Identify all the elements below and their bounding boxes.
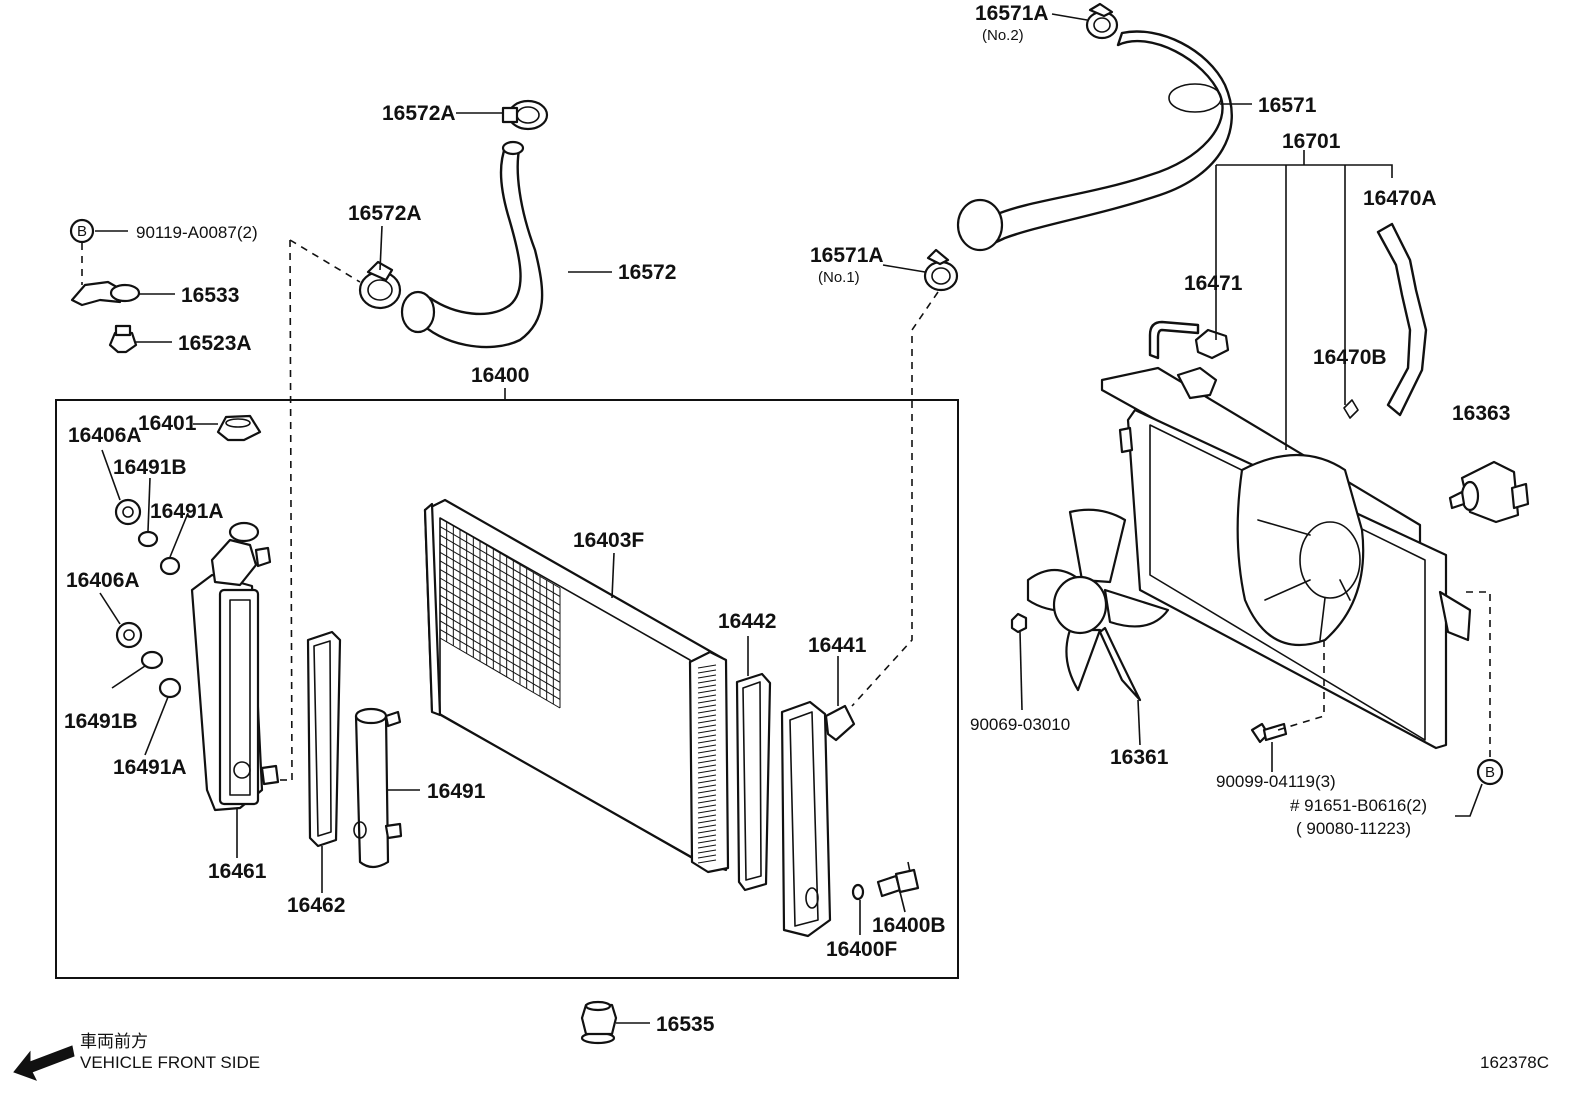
front-label-jp: 車両前方 bbox=[80, 1032, 148, 1051]
label-90069-03010: 90069-03010 bbox=[970, 715, 1070, 734]
gasket-16462[interactable] bbox=[306, 630, 342, 848]
label-16441: 16441 bbox=[808, 634, 867, 657]
b-marker-bottom-right: B bbox=[1476, 758, 1504, 786]
label-16400F: 16400F bbox=[826, 938, 897, 961]
label-16363: 16363 bbox=[1452, 402, 1510, 425]
label-16491B-mid: 16491B bbox=[64, 710, 138, 733]
reservoir-hose-16471[interactable] bbox=[1148, 320, 1230, 360]
label-91651-B0616: # 91651-B0616(2) bbox=[1290, 796, 1427, 815]
lower-radiator-hose[interactable] bbox=[956, 30, 1233, 252]
label-16535: 16535 bbox=[656, 1013, 715, 1036]
cooling-fan-16361[interactable] bbox=[1026, 508, 1170, 702]
bracket-16533[interactable] bbox=[70, 280, 141, 307]
label-16361: 16361 bbox=[1110, 746, 1169, 769]
label-16491A-mid: 16491A bbox=[113, 756, 187, 779]
label-16461: 16461 bbox=[208, 860, 267, 883]
nut-90069-03010[interactable] bbox=[1010, 612, 1028, 634]
radiator-core-tube-ends bbox=[697, 664, 717, 864]
bolt-90099-04119[interactable] bbox=[1250, 722, 1288, 744]
radiator-core-fins bbox=[439, 517, 561, 709]
svg-text:B: B bbox=[77, 223, 87, 240]
label-16572A-mid: 16572A bbox=[348, 202, 422, 225]
hose-clamp-16571A-no2[interactable] bbox=[1085, 2, 1119, 40]
label-16442: 16442 bbox=[718, 610, 776, 633]
o-ring-16491A-top[interactable] bbox=[159, 556, 181, 576]
washer-16491B-mid[interactable] bbox=[140, 650, 164, 670]
hose-16470A[interactable] bbox=[1376, 222, 1428, 417]
b-marker-top-left: B bbox=[69, 218, 95, 244]
label-16470A: 16470A bbox=[1363, 187, 1437, 210]
washer-16491B-top[interactable] bbox=[137, 530, 159, 548]
radiator-core-16403F[interactable] bbox=[423, 498, 730, 874]
label-90119-A0087: 90119-A0087(2) bbox=[136, 223, 258, 242]
front-label-en: VEHICLE FRONT SIDE bbox=[80, 1053, 260, 1072]
cushion-16535[interactable] bbox=[580, 1000, 618, 1045]
vehicle-front-indicator: 車両前方 VEHICLE FRONT SIDE bbox=[13, 1032, 260, 1081]
svg-text:B: B bbox=[1485, 764, 1495, 781]
o-ring-16491A-mid[interactable] bbox=[158, 677, 182, 699]
upper-radiator-hose[interactable] bbox=[400, 140, 544, 349]
label-16462: 16462 bbox=[287, 894, 345, 917]
label-16403F: 16403F bbox=[573, 529, 644, 552]
nut-16406A-mid[interactable] bbox=[115, 621, 143, 649]
diagram-id: 162378C bbox=[1480, 1053, 1549, 1072]
label-16401: 16401 bbox=[138, 412, 197, 435]
label-16523A: 16523A bbox=[178, 332, 252, 355]
inlet-tank-16461[interactable] bbox=[190, 521, 280, 812]
hose-clamp-16571A-no1[interactable] bbox=[923, 248, 959, 292]
label-16701: 16701 bbox=[1282, 130, 1341, 153]
outlet-tank-16441[interactable] bbox=[780, 700, 856, 938]
leader-lines bbox=[95, 13, 1483, 1024]
fan-motor-16363[interactable] bbox=[1448, 460, 1530, 524]
label-16491B-top: 16491B bbox=[113, 456, 187, 479]
front-arrow-icon bbox=[13, 1045, 75, 1081]
label-16491A-top: 16491A bbox=[150, 500, 224, 523]
label-16572A-top: 16572A bbox=[382, 102, 456, 125]
hose-clamp-16572A-top[interactable] bbox=[501, 99, 549, 131]
dashed-reference-lines bbox=[81, 239, 1491, 781]
drain-cock-16400B[interactable] bbox=[876, 861, 920, 898]
radiator-cap-16401[interactable] bbox=[216, 414, 262, 442]
label-16572: 16572 bbox=[618, 261, 676, 284]
label-16571A-no2-sub: (No.2) bbox=[982, 27, 1024, 44]
pipe-16491[interactable] bbox=[353, 707, 403, 869]
label-16406A-top: 16406A bbox=[68, 424, 142, 447]
clip-16470B[interactable] bbox=[1343, 399, 1359, 419]
label-16471: 16471 bbox=[1184, 272, 1243, 295]
label-16571: 16571 bbox=[1258, 94, 1317, 117]
cushion-16523A[interactable] bbox=[108, 324, 138, 354]
label-16400: 16400 bbox=[471, 364, 529, 387]
label-16571A-no1-sub: (No.1) bbox=[818, 269, 860, 286]
fan-shroud-16701[interactable] bbox=[1100, 366, 1472, 750]
label-16571A-no1: 16571A bbox=[810, 244, 884, 267]
nut-16406A-top[interactable] bbox=[114, 498, 142, 526]
label-90099-04119: 90099-04119(3) bbox=[1216, 772, 1336, 791]
label-16533: 16533 bbox=[181, 284, 239, 307]
label-16400B: 16400B bbox=[872, 914, 946, 937]
label-16571A-no2: 16571A bbox=[975, 2, 1049, 25]
part-number-labels: 16571A (No.2) 16571 16701 16572A 16572A … bbox=[64, 2, 1510, 1036]
radiator-assembly-frame bbox=[55, 388, 959, 979]
label-16470B: 16470B bbox=[1313, 346, 1387, 369]
hose-clamp-16572A-mid[interactable] bbox=[358, 260, 402, 310]
label-90080-11223: ( 90080-11223) bbox=[1296, 819, 1411, 838]
label-16406A-mid: 16406A bbox=[66, 569, 140, 592]
label-16491: 16491 bbox=[427, 780, 486, 803]
gasket-16442[interactable] bbox=[735, 672, 772, 892]
o-ring-16400F[interactable] bbox=[851, 883, 865, 901]
